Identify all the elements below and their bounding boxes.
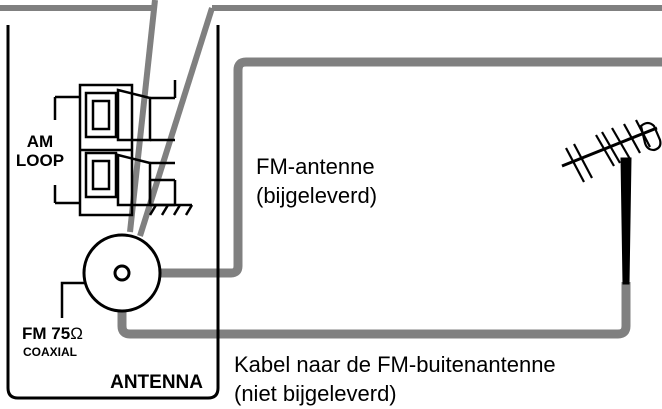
leader-lines (0, 0, 662, 237)
fm-antenna-wire (122, 57, 662, 278)
fm-antenna-caption-line1: FM-antenne (256, 154, 375, 179)
fm-label-sub: COAXIAL (23, 345, 77, 359)
fm-coaxial-jack (82, 233, 162, 313)
fm-label-main: FM 75Ω (22, 324, 83, 343)
fm-antenna-caption-line2: (bijgeleverd) (256, 183, 377, 208)
outdoor-cable-caption-line2: (niet bijgeleverd) (234, 381, 397, 406)
antenna-panel (6, 25, 220, 400)
outdoor-cable-caption-line1: Kabel naar de FM-buitenantenne (234, 352, 556, 377)
am-label-line1: AM (27, 132, 53, 151)
outdoor-antenna-icon (561, 119, 662, 285)
am-loop-terminals (53, 80, 177, 217)
outdoor-antenna-cable (117, 275, 631, 339)
ground-symbol-icon (148, 178, 194, 216)
fm-label-leader (60, 281, 86, 318)
am-label-line2: LOOP (16, 151, 64, 170)
antenna-label: ANTENNA (110, 372, 203, 393)
